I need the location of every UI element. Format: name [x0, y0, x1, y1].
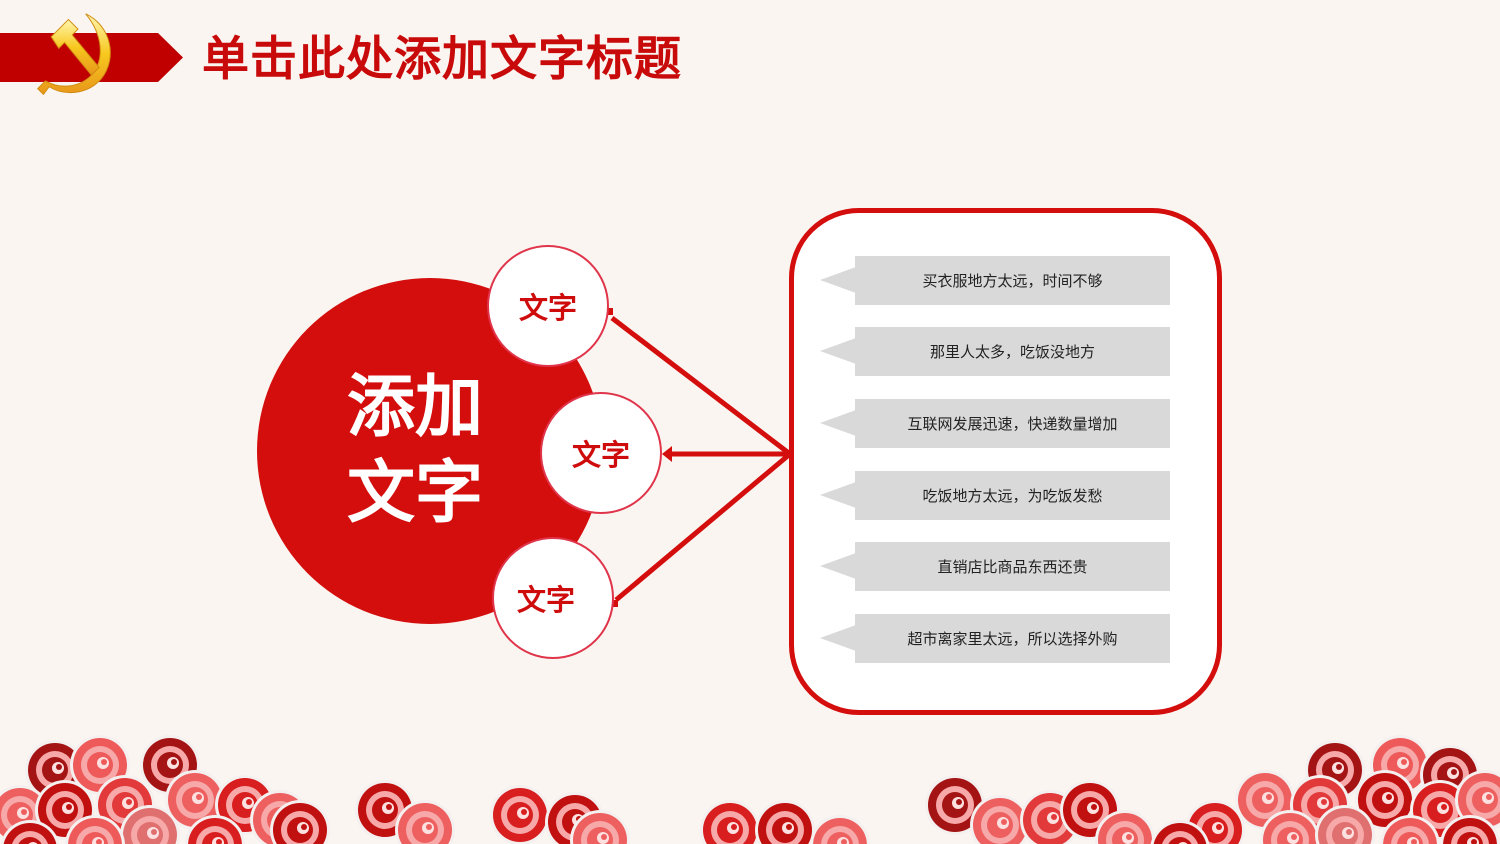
bubble-tail	[820, 410, 856, 436]
node-label: 文字	[516, 583, 575, 617]
node-label: 文字	[518, 291, 577, 325]
bubble-tail	[820, 553, 856, 579]
auspicious-clouds-icon	[0, 735, 1500, 844]
reason-bubble-6[interactable]: 超市离家里太远，所以选择外购	[820, 614, 1170, 663]
reason-text: 吃饭地方太远，为吃饭发愁	[855, 471, 1170, 520]
node-label: 文字	[571, 438, 630, 472]
reason-bubble-5[interactable]: 直销店比商品东西还贵	[820, 542, 1170, 591]
page-title[interactable]: 单击此处添加文字标题	[202, 32, 682, 87]
bubble-tail	[820, 482, 856, 508]
bubble-tail	[820, 338, 856, 364]
reason-text: 直销店比商品东西还贵	[855, 542, 1170, 591]
reason-text: 超市离家里太远，所以选择外购	[855, 614, 1170, 663]
center-label-line1: 添加	[346, 368, 483, 447]
reason-text: 那里人太多，吃饭没地方	[855, 327, 1170, 376]
center-label-line2: 文字	[346, 454, 483, 533]
reason-bubble-4[interactable]: 吃饭地方太远，为吃饭发愁	[820, 471, 1170, 520]
reason-text: 互联网发展迅速，快递数量增加	[855, 399, 1170, 448]
reason-bubble-3[interactable]: 互联网发展迅速，快递数量增加	[820, 399, 1170, 448]
node-circle-2[interactable]: 文字	[540, 392, 662, 514]
bubble-tail	[820, 267, 856, 293]
reason-bubble-2[interactable]: 那里人太多，吃饭没地方	[820, 327, 1170, 376]
center-label[interactable]: 添加 文字	[257, 278, 573, 624]
node-circle-1[interactable]: 文字	[487, 245, 609, 367]
hammer-and-sickle-icon	[37, 13, 111, 96]
bubble-tail	[820, 625, 856, 651]
header-banner	[0, 33, 183, 82]
reason-text: 买衣服地方太远，时间不够	[855, 256, 1170, 305]
reason-bubble-1[interactable]: 买衣服地方太远，时间不够	[820, 256, 1170, 305]
node-circle-3[interactable]: 文字	[492, 537, 614, 659]
